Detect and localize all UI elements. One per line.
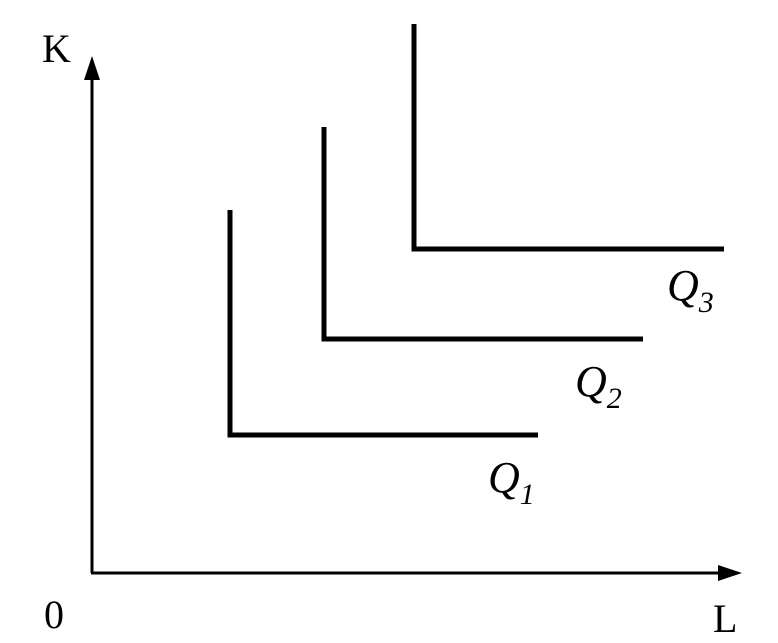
x-axis-label: L xyxy=(713,596,737,641)
isoquant-label-q1: Q1 xyxy=(488,453,535,511)
x-axis-arrowhead xyxy=(718,565,742,581)
origin-label: 0 xyxy=(44,592,64,637)
isoquant-label-q1-subscript: 1 xyxy=(520,478,535,511)
isoquant-label-q1-letter: Q xyxy=(488,453,520,502)
isoquant-label-q2: Q2 xyxy=(575,357,622,415)
isoquant-q2 xyxy=(321,127,643,342)
isoquant-label-q3-subscript: 3 xyxy=(698,286,714,319)
y-axis-arrowhead xyxy=(84,56,100,80)
isoquant-q1 xyxy=(227,210,538,438)
y-axis-label: K xyxy=(42,26,71,71)
isoquant-q3 xyxy=(411,24,724,252)
isoquant-label-q2-subscript: 2 xyxy=(607,382,622,415)
isoquant-label-q2-letter: Q xyxy=(575,357,607,406)
isoquant-label-q3-letter: Q xyxy=(667,261,699,310)
isoquant-label-q3: Q3 xyxy=(667,261,714,319)
